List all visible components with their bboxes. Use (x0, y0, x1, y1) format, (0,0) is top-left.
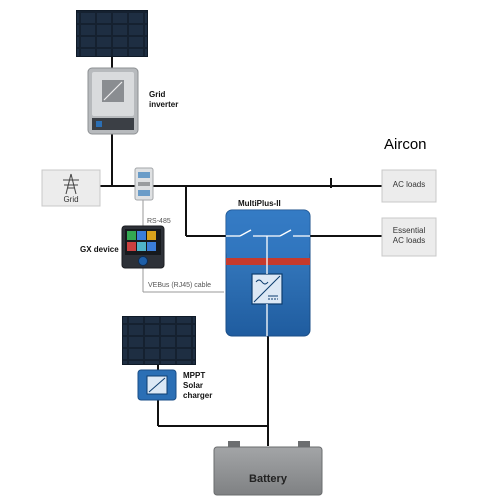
ac-loads-label: AC loads (392, 180, 426, 189)
battery-icon (213, 441, 323, 496)
mppt-charger-icon (137, 369, 177, 401)
essential-ac-loads-box (381, 217, 437, 257)
grid-label: Grid (63, 195, 79, 204)
solar-panel-top (76, 10, 148, 57)
multiplus-inverter (225, 209, 311, 337)
pylon-icon (63, 173, 79, 195)
essential-label-line1: Essential (392, 226, 426, 235)
ac-loads-box (381, 169, 437, 203)
mppt-label: MPPT Solar charger (183, 371, 212, 401)
rs485-label: RS-485 (147, 218, 171, 225)
grid-box (41, 169, 101, 207)
essential-label-line2: AC loads (392, 236, 426, 245)
energy-meter-icon (134, 167, 154, 201)
mppt-label-line1: MPPT (183, 371, 206, 380)
grid-inverter-label-line2: inverter (149, 100, 179, 109)
vebus-cable-label: VEBus (RJ45) cable (148, 282, 212, 289)
grid-inverter-icon (87, 67, 139, 135)
gx-device-icon (121, 225, 165, 269)
battery-label: Battery (249, 473, 287, 485)
mppt-label-line3: charger (183, 391, 213, 400)
mppt-label-line2: Solar (183, 381, 204, 390)
multiplus-label: MultiPlus-II (238, 199, 281, 208)
aircon-label: Aircon (384, 136, 427, 153)
grid-inverter-label-line1: Grid (149, 90, 166, 99)
essential-ac-loads-label: Essential AC loads (382, 226, 436, 246)
data-cables (142, 200, 224, 293)
grid-inverter-label: Grid inverter (149, 90, 178, 110)
solar-panel-bottom (122, 316, 196, 365)
gx-device-label: GX device (80, 245, 119, 254)
